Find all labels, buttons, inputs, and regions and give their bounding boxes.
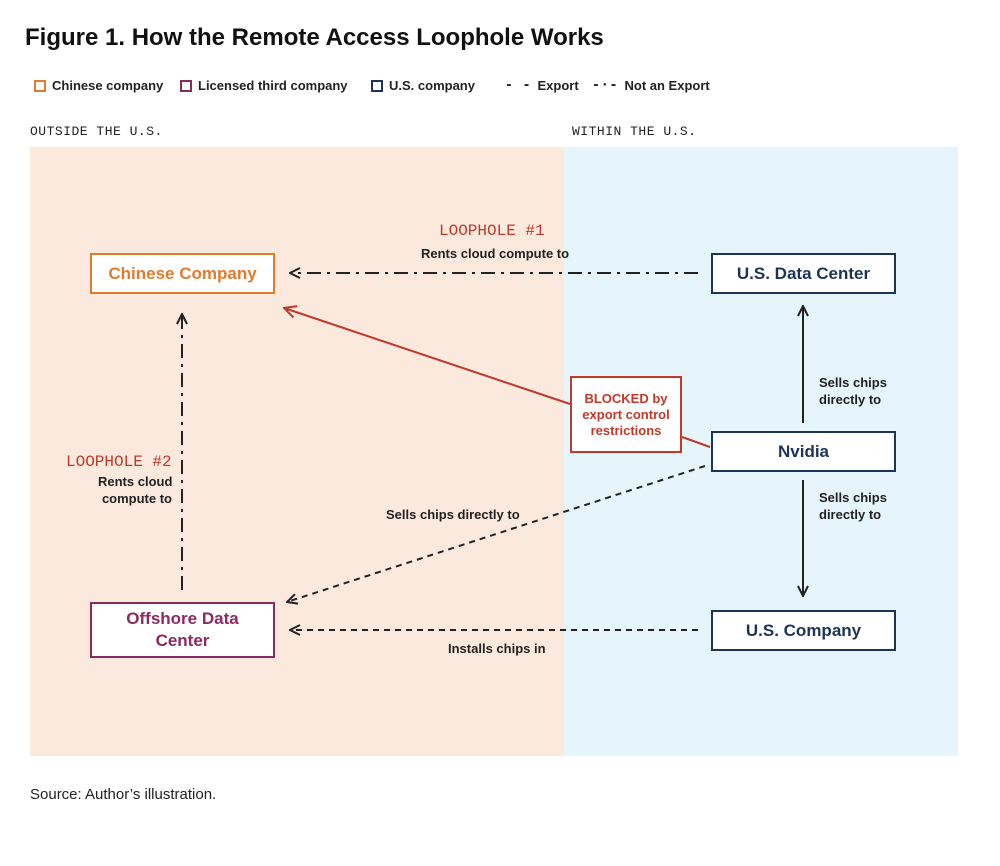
region-label-within: WITHIN THE U.S. bbox=[572, 124, 697, 139]
legend-chinese-label: Chinese company bbox=[52, 78, 164, 93]
loophole2-label: LOOPHOLE #2 bbox=[66, 453, 172, 471]
blocked-line3: restrictions bbox=[590, 422, 662, 438]
legend-licensed-label: Licensed third company bbox=[198, 78, 348, 93]
label-rents-cloud-compute-to: Rents cloud compute to bbox=[421, 246, 570, 261]
legend-export-line: - - bbox=[505, 78, 532, 93]
legend-not-export: -·- Not an Export bbox=[592, 78, 710, 93]
label-loophole2-rents: Rents cloud compute to bbox=[98, 473, 172, 507]
loophole1-label: LOOPHOLE #1 bbox=[439, 222, 545, 240]
region-label-outside: OUTSIDE THE U.S. bbox=[30, 124, 163, 139]
node-offshore-data-center: Offshore Data Center bbox=[90, 602, 275, 658]
legend-us-label: U.S. company bbox=[389, 78, 475, 93]
node-offshore-line1: Offshore Data bbox=[126, 609, 239, 628]
source-note: Source: Author’s illustration. bbox=[30, 786, 217, 803]
arrow-blocked-to-chinese bbox=[284, 308, 571, 405]
label-sells-to-uscompany: Sells chips directly to bbox=[819, 489, 887, 523]
legend-chinese-company: Chinese company bbox=[34, 78, 163, 93]
label-sells-top-line1: Sells chips bbox=[819, 375, 887, 390]
legend-us-company: U.S. company bbox=[371, 78, 475, 93]
figure-title: Figure 1. How the Remote Access Loophole… bbox=[25, 24, 604, 51]
label-sells-chips-to-offshore: Sells chips directly to bbox=[386, 507, 520, 522]
label-sells-bottom-line1: Sells chips bbox=[819, 490, 887, 505]
legend-export-label: Export bbox=[537, 78, 579, 93]
node-us-company: U.S. Company bbox=[711, 610, 896, 651]
label-loophole2-line2: compute to bbox=[101, 491, 172, 506]
node-nvidia: Nvidia bbox=[711, 431, 896, 472]
legend-chinese-swatch bbox=[34, 79, 46, 92]
node-chinese-company: Chinese Company bbox=[90, 253, 275, 294]
legend-export: - - Export bbox=[505, 78, 579, 93]
label-loophole2-line1: Rents cloud bbox=[98, 474, 173, 489]
node-us-data-center: U.S. Data Center bbox=[711, 253, 896, 294]
label-sells-bottom-line2: directly to bbox=[819, 507, 882, 522]
arrow-nvidia-to-offshore bbox=[287, 465, 706, 602]
legend-us-swatch bbox=[371, 79, 383, 92]
blocked-callout: BLOCKED by export control restrictions bbox=[570, 376, 682, 453]
label-sells-to-datacenter: Sells chips directly to bbox=[819, 374, 887, 408]
blocked-line1: BLOCKED by bbox=[584, 390, 668, 406]
label-installs-chips-in: Installs chips in bbox=[448, 641, 546, 656]
legend-not-export-line: -·- bbox=[592, 78, 619, 93]
legend-licensed-swatch bbox=[180, 79, 192, 92]
label-sells-top-line2: directly to bbox=[819, 392, 882, 407]
legend-not-export-label: Not an Export bbox=[624, 78, 710, 93]
connector-nvidia-to-blocked bbox=[681, 436, 711, 448]
legend-licensed-third-company: Licensed third company bbox=[180, 78, 348, 93]
blocked-line2: export control bbox=[582, 406, 670, 422]
node-offshore-line2: Center bbox=[155, 631, 210, 650]
